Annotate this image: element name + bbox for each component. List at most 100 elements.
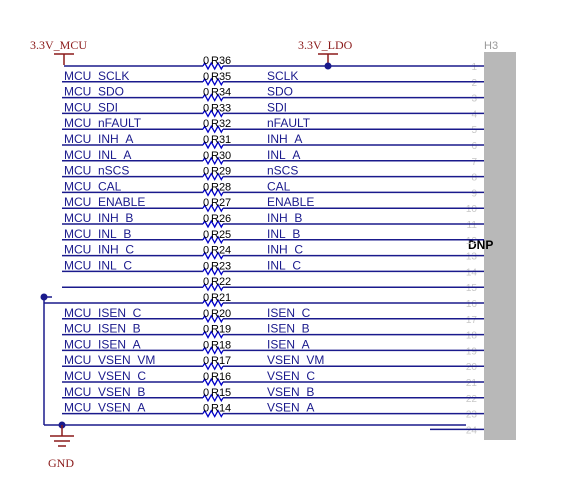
net-label-mcu: MCU_ISEN_B (64, 322, 141, 336)
net-label-mcu: MCU_ISEN_A (64, 337, 141, 351)
net-label-device: SDO (267, 85, 293, 99)
resistor-value: 0 (203, 87, 209, 99)
net-label-mcu: MCU_INL_C (64, 258, 132, 272)
resistor-ref: R20 (211, 308, 231, 320)
net-label-device: VSEN_B (267, 385, 314, 399)
pin-number: 10 (466, 204, 478, 215)
net-label-mcu: MCU_VSEN_A (64, 401, 145, 415)
resistor-symbol (202, 172, 224, 181)
net-label-mcu: MCU_INH_A (64, 132, 133, 146)
resistor-ref: R17 (211, 355, 231, 367)
resistor-value: 0 (203, 102, 209, 114)
resistor-value: 0 (203, 55, 209, 67)
pin-number: 24 (466, 425, 478, 436)
resistor-symbol (202, 314, 224, 324)
pin-number: 23 (466, 410, 478, 421)
net-label-mcu: MCU_nSCS (64, 164, 129, 178)
resistor-symbol (202, 393, 224, 403)
resistor-symbol (202, 235, 224, 245)
net-label-device: INH_C (267, 243, 303, 257)
power-label-ldo: 3.3V_LDO (298, 38, 353, 52)
pin-number: 19 (466, 346, 478, 357)
pin-number: 20 (466, 362, 478, 373)
pin-number: 12 (466, 236, 478, 247)
net-label-device: ISEN_C (267, 306, 311, 320)
dnp-label: DNP (468, 238, 493, 252)
resistor-value: 0 (203, 387, 209, 399)
resistor-ref: R35 (211, 71, 231, 83)
resistor-value: 0 (203, 181, 209, 193)
resistor-symbol (202, 77, 224, 87)
resistor-ref: R26 (211, 213, 231, 225)
net-label-device: INH_B (267, 211, 302, 225)
resistor-value: 0 (203, 371, 209, 383)
resistor-ref: R30 (211, 150, 231, 162)
resistor-symbol (202, 282, 224, 292)
pin-number: 7 (471, 157, 477, 168)
resistor-ref: R36 (211, 55, 231, 67)
pin-number: 15 (466, 283, 478, 294)
net-label-mcu: MCU_ISEN_C (64, 306, 142, 320)
resistor-ref: R18 (211, 339, 231, 351)
net-label-device: SDI (267, 100, 287, 114)
connector-body (484, 52, 516, 440)
resistor-symbol (202, 267, 224, 276)
net-label-device: nFAULT (267, 116, 311, 130)
resistor-value: 0 (203, 308, 209, 320)
resistor-symbol (202, 251, 224, 260)
net-label-mcu: MCU_INH_B (64, 211, 133, 225)
resistor-symbol (202, 298, 224, 308)
resistor-ref: R15 (211, 387, 231, 399)
net-label-device: ENABLE (267, 195, 314, 209)
net-label-device: INH_A (267, 132, 302, 146)
gnd-junction-dot-top (40, 293, 48, 301)
resistor-value: 0 (203, 403, 209, 415)
resistor-value: 0 (203, 292, 209, 304)
net-label-mcu: MCU_VSEN_C (64, 369, 146, 383)
pin-number: 6 (471, 141, 477, 152)
net-label-device: VSEN_VM (267, 353, 324, 367)
resistor-ref: R21 (211, 292, 231, 304)
resistor-value: 0 (203, 276, 209, 288)
pin-number: 13 (466, 252, 478, 263)
resistor-value: 0 (203, 260, 209, 272)
pin-number: 1 (471, 62, 477, 73)
pin-number: 3 (471, 94, 477, 105)
net-label-device: ISEN_A (267, 337, 310, 351)
resistor-symbol (202, 188, 224, 197)
resistor-value: 0 (203, 150, 209, 162)
net-label-device: INL_C (267, 258, 301, 272)
resistor-symbol (202, 377, 224, 387)
net-label-device: INL_B (267, 227, 300, 241)
resistor-ref: R28 (211, 181, 231, 193)
resistor-value: 0 (203, 166, 209, 178)
resistor-ref: R25 (211, 229, 231, 241)
resistor-value: 0 (203, 355, 209, 367)
resistor-symbol (202, 156, 224, 166)
net-label-mcu: MCU_SDI (64, 100, 118, 114)
resistor-value: 0 (203, 339, 209, 351)
resistor-symbol (202, 140, 224, 150)
net-label-device: ISEN_B (267, 322, 310, 336)
pin-number: 17 (466, 315, 478, 326)
resistor-symbol (202, 219, 224, 229)
pin-number: 2 (471, 78, 477, 89)
pin-number: 11 (467, 220, 478, 231)
resistor-ref: R22 (211, 276, 231, 288)
resistor-value: 0 (203, 229, 209, 241)
pin-number: 8 (471, 173, 477, 184)
net-label-device: CAL (267, 179, 291, 193)
resistor-ref: R27 (211, 197, 231, 209)
resistor-ref: R31 (211, 134, 231, 146)
resistor-ref: R14 (211, 403, 231, 415)
resistor-value: 0 (203, 245, 209, 257)
net-label-mcu: MCU_SDO (64, 85, 124, 99)
resistor-symbol (202, 409, 224, 418)
net-label-mcu: MCU_CAL (64, 179, 122, 193)
pin-number: 14 (466, 267, 478, 278)
pin-number: 9 (471, 188, 477, 199)
resistor-ref: R16 (211, 371, 231, 383)
net-label-mcu: MCU_VSEN_B (64, 385, 145, 399)
